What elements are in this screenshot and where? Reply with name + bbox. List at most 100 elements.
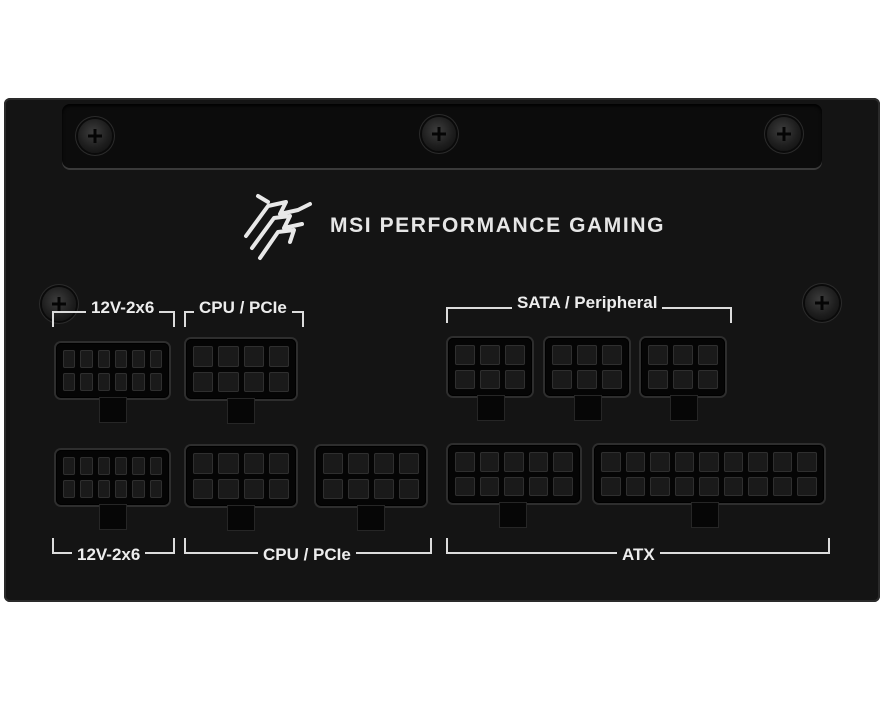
connector-pin (552, 345, 572, 365)
screw-icon (42, 287, 76, 321)
connector-pin (193, 478, 214, 499)
connector-pin (114, 457, 128, 475)
connector-pin (601, 476, 621, 496)
connector-pin (699, 476, 719, 496)
connector-pin (243, 346, 264, 367)
connector-pin (674, 476, 695, 496)
port-latch (358, 506, 384, 530)
label-top-sata-peripheral: SATA / Peripheral (512, 293, 663, 313)
connector-pin (602, 345, 622, 365)
connector-pin (149, 480, 162, 498)
port-sata-2 (545, 338, 629, 396)
connector-pin (348, 453, 369, 474)
connector-pin (528, 476, 549, 496)
screw-icon (767, 117, 801, 151)
connector-pin (97, 373, 110, 391)
port-latch (100, 505, 126, 529)
label-bottom-12v-2x6: 12V-2x6 (72, 545, 146, 565)
connector-pin (625, 452, 646, 472)
label-top-cpu-pcie: CPU / PCIe (194, 298, 292, 318)
connector-pin (149, 373, 162, 391)
msi-gaming-dragon-logo-icon (244, 194, 312, 260)
port-12v-2x6-bottom (56, 450, 169, 505)
connector-pin (243, 478, 264, 499)
connector-pin (132, 373, 145, 391)
connector-pin (218, 453, 239, 474)
connector-pin (132, 350, 145, 368)
connector-pin (797, 452, 817, 472)
connector-pin (577, 369, 597, 389)
connector-pin (772, 452, 793, 472)
connector-pin (132, 480, 145, 498)
screw-icon (805, 286, 839, 320)
label-top-12v-2x6: 12V-2x6 (86, 298, 160, 318)
connector-pin (218, 346, 239, 367)
connector-pin (648, 345, 668, 365)
connector-pin (602, 369, 622, 389)
connector-pin (218, 478, 239, 499)
connector-pin (398, 453, 419, 474)
connector-pin (149, 457, 162, 475)
port-cpu-pcie-bottom-1 (186, 446, 296, 506)
connector-pin (63, 457, 76, 475)
port-latch (671, 396, 697, 420)
connector-pin (698, 345, 718, 365)
connector-pin (772, 476, 793, 496)
port-atx-10pin (448, 445, 580, 503)
connector-pin (268, 453, 289, 474)
connector-pin (132, 457, 145, 475)
connector-pin (797, 476, 817, 496)
connector-pin (479, 476, 500, 496)
connector-pin (650, 476, 670, 496)
connector-pin (625, 476, 646, 496)
connector-pin (748, 452, 768, 472)
connector-pin (149, 350, 162, 368)
connector-pin (650, 452, 670, 472)
port-atx-main (594, 445, 824, 503)
port-cpu-pcie-bottom-2 (316, 446, 426, 506)
connector-pin (553, 452, 573, 472)
port-latch (228, 399, 254, 423)
port-latch (228, 506, 254, 530)
connector-pin (673, 345, 693, 365)
connector-pin (504, 476, 524, 496)
label-bottom-atx: ATX (617, 545, 660, 565)
connector-pin (323, 478, 344, 499)
connector-pin (268, 371, 289, 392)
connector-pin (504, 452, 524, 472)
connector-pin (723, 476, 744, 496)
connector-pin (577, 345, 597, 365)
connector-pin (80, 457, 93, 475)
connector-pin (114, 373, 128, 391)
port-latch (692, 503, 718, 527)
connector-pin (63, 373, 76, 391)
connector-pin (455, 476, 475, 496)
connector-pin (648, 369, 668, 389)
port-latch (500, 503, 526, 527)
connector-pin (673, 369, 693, 389)
connector-pin (63, 350, 76, 368)
connector-pin (268, 478, 289, 499)
connector-pin (480, 345, 500, 365)
connector-pin (698, 369, 718, 389)
connector-pin (268, 346, 289, 367)
connector-pin (748, 476, 768, 496)
connector-pin (97, 457, 110, 475)
connector-pin (97, 350, 110, 368)
connector-pin (348, 478, 369, 499)
connector-pin (114, 480, 128, 498)
connector-pin (193, 371, 214, 392)
connector-pin (218, 371, 239, 392)
connector-pin (699, 452, 719, 472)
connector-pin (505, 345, 525, 365)
connector-pin (373, 478, 394, 499)
connector-pin (63, 480, 76, 498)
connector-pin (723, 452, 744, 472)
connector-pin (243, 453, 264, 474)
connector-pin (553, 476, 573, 496)
connector-pin (80, 350, 93, 368)
connector-pin (193, 453, 214, 474)
screw-icon (422, 117, 456, 151)
connector-pin (243, 371, 264, 392)
connector-pin (114, 350, 128, 368)
